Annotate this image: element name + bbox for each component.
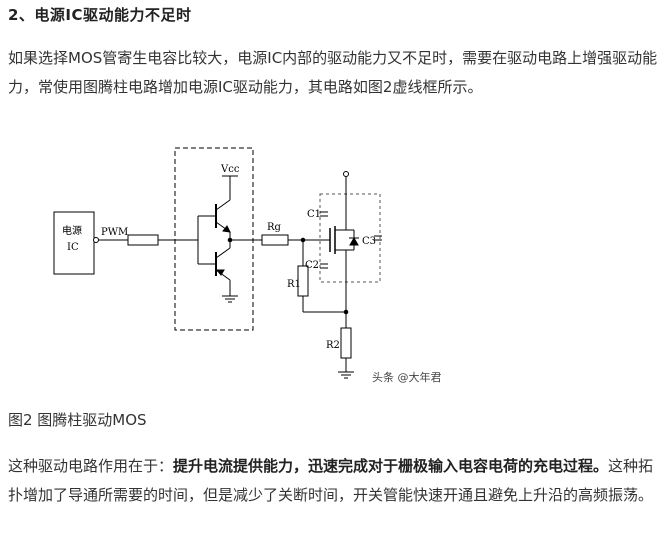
intro-paragraph: 如果选择MOS管寄生电容比较大，电源IC内部的驱动能力又不足时，需要在驱动电路上… bbox=[8, 49, 658, 96]
ic-label-line1: 电源 bbox=[62, 224, 82, 237]
watermark-text: 头条 @大年君 bbox=[372, 370, 442, 384]
resistor-r2 bbox=[340, 327, 352, 359]
rg-label: Rg bbox=[267, 222, 282, 233]
gate-resistor-rg bbox=[261, 234, 289, 246]
pwm-resistor bbox=[127, 234, 159, 246]
explanation-bold: 提升电流提供能力，迅速完成对于栅极输入电容电荷的充电过程。 bbox=[173, 457, 609, 475]
c2-label: C2 bbox=[305, 260, 319, 271]
figure-caption: 图2 图腾柱驱动MOS bbox=[8, 411, 147, 429]
mosfet bbox=[329, 222, 359, 312]
pnp-transistor bbox=[215, 247, 231, 281]
r1-label: R1 bbox=[287, 279, 301, 290]
section-heading: 2、电源IC驱动能力不足时 bbox=[8, 6, 192, 24]
explanation-paragraph: 这种驱动电路作用在于：提升电流提供能力，迅速完成对于栅极输入电容电荷的充电过程。… bbox=[8, 452, 666, 510]
explanation-rest: 这种拓扑增加了导通所需要的时间，但是减少了关断时间，开关管能快速开通且避免上升沿… bbox=[8, 457, 654, 504]
ic-label-line2: IC bbox=[67, 242, 79, 253]
totem-pole-circuit-diagram: 电源 IC PWM Vcc Rg C1 C2 C3 R1 R2 头条 @大年君 bbox=[53, 147, 442, 384]
totem-pole-dashed-box bbox=[174, 147, 254, 331]
c3-label: C3 bbox=[362, 236, 376, 247]
vcc-label: Vcc bbox=[220, 164, 240, 175]
mosfet-dashed-box bbox=[319, 193, 381, 283]
explanation-lead: 这种驱动电路作用在于： bbox=[8, 457, 174, 475]
c1-label: C1 bbox=[307, 209, 321, 220]
npn-transistor bbox=[215, 199, 231, 233]
pwm-label: PWM bbox=[101, 227, 128, 238]
r2-label: R2 bbox=[326, 340, 340, 351]
power-ic-block bbox=[53, 211, 95, 275]
